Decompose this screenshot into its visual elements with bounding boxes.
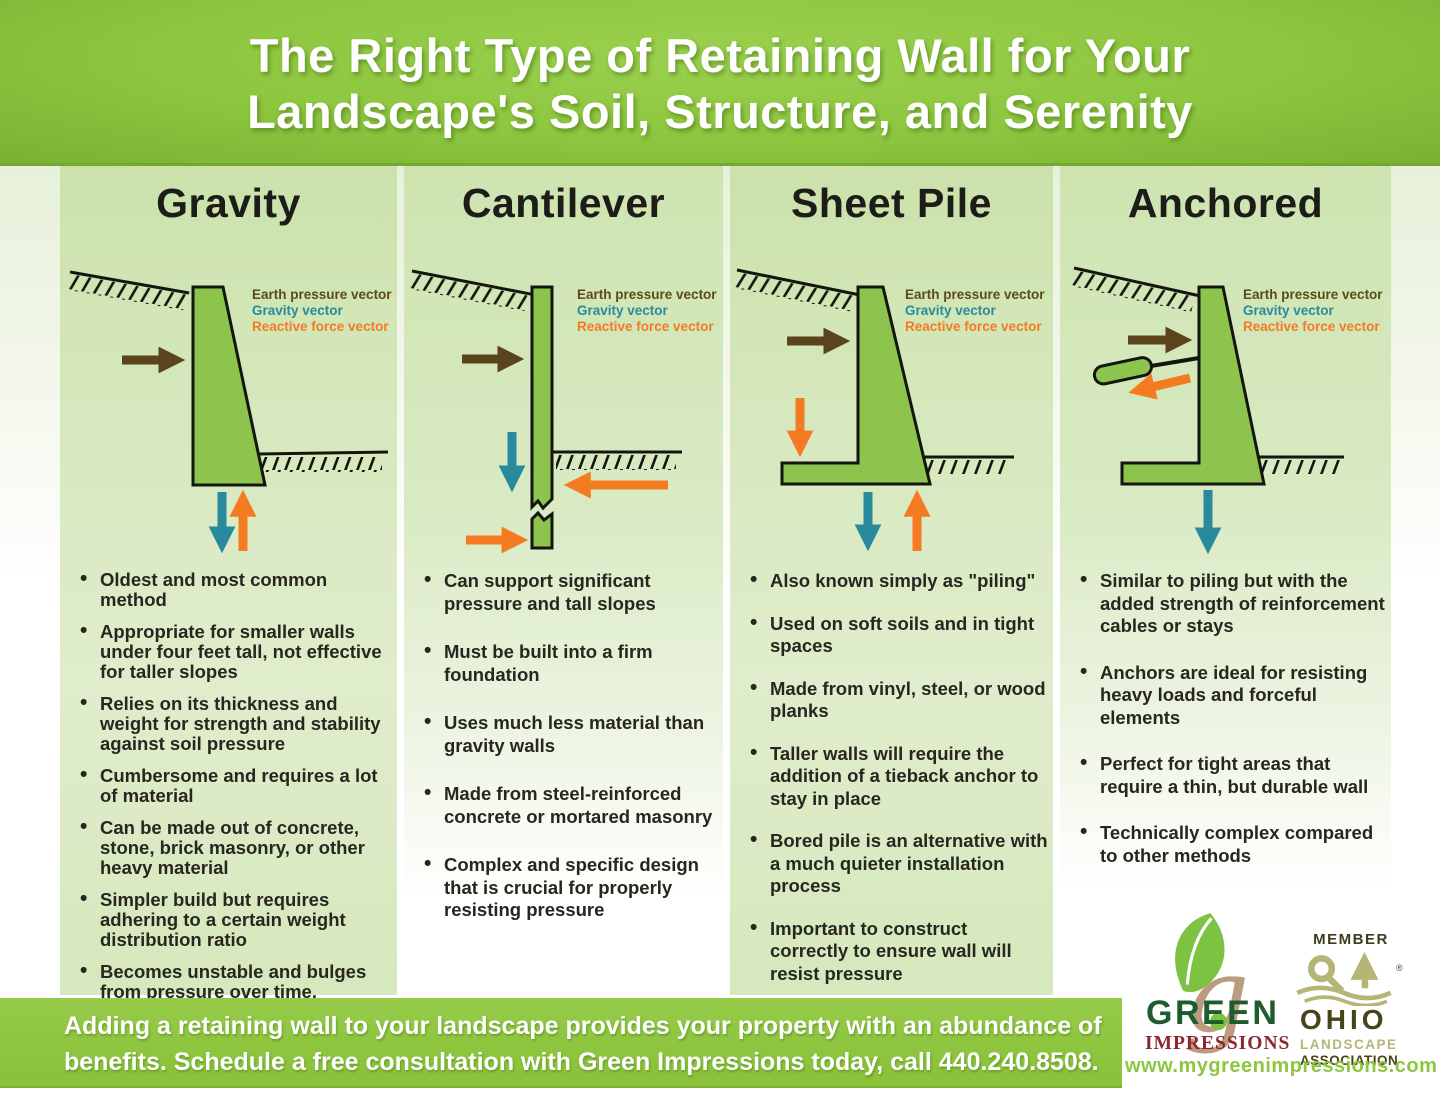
wall-shape-upper xyxy=(530,285,554,511)
gravity-wall-diagram: Earth pressure vector Gravity vector Rea… xyxy=(60,261,397,561)
footer-cta-line1: Adding a retaining wall to your landscap… xyxy=(64,1012,1102,1040)
ground-slope-hatch xyxy=(67,270,190,311)
legend-reactive-force: Reactive force vector xyxy=(1243,319,1380,334)
legend-earth-pressure: Earth pressure vector xyxy=(252,287,392,302)
bullet-item: Also known simply as "piling" xyxy=(746,569,1049,593)
member-label: MEMBER xyxy=(1313,931,1389,948)
website-url: www.mygreenimpressions.com xyxy=(1125,1055,1438,1077)
leaf-dot-icon xyxy=(1210,1013,1227,1030)
bullet-item: Simpler build but requires adhering to a… xyxy=(76,889,393,950)
column-cantilever: Cantilever xyxy=(404,166,723,924)
anchored-wall-diagram-svg xyxy=(1071,266,1344,555)
column-title-anchored: Anchored xyxy=(1127,180,1324,226)
column-title-gravity: Gravity xyxy=(156,180,301,226)
registered-mark: ® xyxy=(1396,963,1403,973)
legend-gravity: Gravity vector xyxy=(1243,303,1334,318)
bullet-item: Can support significant pressure and tal… xyxy=(420,569,719,615)
sheet-pile-wall-diagram-svg xyxy=(734,268,1014,552)
anchor-cable xyxy=(1144,356,1200,369)
ohio-logo-landscape: LANDSCAPE xyxy=(1300,1037,1398,1052)
bullet-item: Made from vinyl, steel, or wood planks xyxy=(746,677,1049,723)
vector-legend: Earth pressure vector Gravity vector Rea… xyxy=(252,287,392,335)
bullet-item: Important to construct correctly to ensu… xyxy=(746,917,1049,986)
column-gravity: Gravity xyxy=(60,166,397,1022)
legend-gravity: Gravity vector xyxy=(905,303,996,318)
gravity-wall-diagram-svg xyxy=(67,270,389,554)
bullet-item: Complex and specific design that is cruc… xyxy=(420,853,719,922)
ground-right-hatch xyxy=(257,450,389,472)
bullet-item: Appropriate for smaller walls under four… xyxy=(76,621,393,682)
green-impressions-logo-word2: IMPRESSIONS xyxy=(1145,1033,1291,1054)
ohio-logo-name: OHIO xyxy=(1300,1004,1388,1035)
bullet-item: Bored pile is an alternative with a much… xyxy=(746,829,1049,898)
reactive-force-arrow xyxy=(1128,373,1192,400)
legend-earth-pressure: Earth pressure vector xyxy=(577,287,717,302)
bullet-item: Can be made out of concrete, stone, bric… xyxy=(76,817,393,878)
gravity-bullet-list: Oldest and most common method Appropriat… xyxy=(76,569,393,1034)
ohio-logo-association: ASSOCIATION xyxy=(1300,1053,1399,1068)
vector-legend: Earth pressure vector Gravity vector Rea… xyxy=(1243,287,1383,335)
cantilever-wall-diagram-svg xyxy=(409,269,682,554)
legend-gravity: Gravity vector xyxy=(577,303,668,318)
ground-slope-hatch xyxy=(734,268,858,312)
bullet-item: Relies on its thickness and weight for s… xyxy=(76,693,393,754)
bullet-item: Made from steel-reinforced concrete or m… xyxy=(420,782,719,828)
sheet-pile-bullet-list: Also known simply as "piling" Used on so… xyxy=(746,569,1049,1005)
bullet-item: Uses much less material than gravity wal… xyxy=(420,711,719,757)
bullet-item: Anchors are ideal for resisting heavy lo… xyxy=(1076,661,1387,730)
vector-legend: Earth pressure vector Gravity vector Rea… xyxy=(905,287,1045,335)
bullet-item: Taller walls will require the addition o… xyxy=(746,742,1049,811)
bullet-item: Oldest and most common method xyxy=(76,569,393,610)
vector-legend: Earth pressure vector Gravity vector Rea… xyxy=(577,287,717,335)
column-anchored: Anchored xyxy=(1060,166,1391,914)
header-banner: The Right Type of Retaining Wall for You… xyxy=(0,0,1440,166)
anchored-bullet-list: Similar to piling but with the added str… xyxy=(1076,569,1387,891)
wall-shape xyxy=(1120,285,1266,486)
wall-shape xyxy=(780,285,932,486)
wall-shape-lower xyxy=(530,510,554,550)
legend-reactive-force: Reactive force vector xyxy=(252,319,389,334)
footer-cta-text: Adding a retaining wall to your landscap… xyxy=(64,1008,1102,1080)
footer-banner: Adding a retaining wall to your landscap… xyxy=(0,998,1122,1088)
legend-reactive-force: Reactive force vector xyxy=(905,319,1042,334)
ohio-landscape-association-logo-icon xyxy=(1296,951,1392,1006)
anchored-wall-diagram: Earth pressure vector Gravity vector Rea… xyxy=(1060,261,1391,561)
legend-reactive-force: Reactive force vector xyxy=(577,319,714,334)
bullet-item: Used on soft soils and in tight spaces xyxy=(746,612,1049,658)
bullet-item: Cumbersome and requires a lot of materia… xyxy=(76,765,393,806)
sheet-pile-wall-diagram: Earth pressure vector Gravity vector Rea… xyxy=(730,261,1053,561)
anchor-pill xyxy=(1092,356,1154,386)
bullet-item: Perfect for tight areas that require a t… xyxy=(1076,752,1387,798)
ground-right-hatch xyxy=(552,450,682,470)
bullet-item: Must be built into a firm foundation xyxy=(420,640,719,686)
bullet-item: Similar to piling but with the added str… xyxy=(1076,569,1387,638)
column-sheet-pile: Sheet Pile xyxy=(730,166,1053,995)
page-title-line1: The Right Type of Retaining Wall for You… xyxy=(249,29,1191,82)
bullet-item: Technically complex compared to other me… xyxy=(1076,821,1387,867)
legend-gravity: Gravity vector xyxy=(252,303,343,318)
leaf-icon xyxy=(1175,913,1225,993)
branding-block: g GREEN IMPRESSIONS MEMBER ® OHIO LANDSC… xyxy=(1100,895,1437,1095)
wall-shape xyxy=(191,285,267,487)
cantilever-wall-diagram: Earth pressure vector Gravity vector Rea… xyxy=(404,261,723,561)
column-title-cantilever: Cantilever xyxy=(461,180,666,226)
column-title-sheet-pile: Sheet Pile xyxy=(791,180,992,226)
page-title: The Right Type of Retaining Wall for You… xyxy=(0,28,1440,140)
footer-cta-line2: benefits. Schedule a free consultation w… xyxy=(64,1048,1099,1076)
ground-slope-hatch xyxy=(1071,266,1199,313)
cantilever-bullet-list: Can support significant pressure and tal… xyxy=(420,569,719,948)
green-impressions-logo-word1: GREEN xyxy=(1146,994,1280,1032)
legend-earth-pressure: Earth pressure vector xyxy=(1243,287,1383,302)
page-title-line2: Landscape's Soil, Structure, and Serenit… xyxy=(247,85,1193,138)
ground-right-hatch xyxy=(924,455,1014,474)
legend-earth-pressure: Earth pressure vector xyxy=(905,287,1045,302)
ground-slope-hatch xyxy=(409,269,532,312)
ground-right-hatch xyxy=(1258,455,1344,474)
